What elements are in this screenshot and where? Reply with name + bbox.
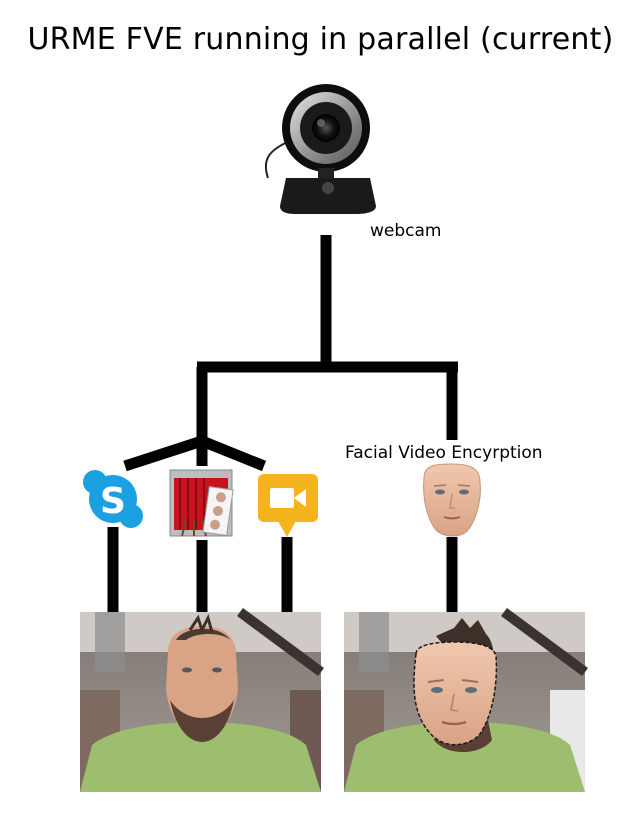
video-feed-encrypted <box>344 607 588 792</box>
face-mask-icon <box>423 463 481 537</box>
webcam-icon <box>264 84 376 214</box>
apps-fan-line <box>123 435 267 472</box>
photo-booth-icon <box>169 469 234 537</box>
skype-icon: S <box>83 470 143 528</box>
video-feed-normal <box>80 607 324 792</box>
svg-text:S: S <box>100 481 126 522</box>
connector-lines <box>107 235 458 612</box>
diagram-title: URME FVE running in parallel (current) <box>27 22 614 57</box>
google-hangouts-icon <box>258 474 318 537</box>
fve-label: Facial Video Encyrption <box>345 443 543 463</box>
webcam-label: webcam <box>370 221 441 241</box>
